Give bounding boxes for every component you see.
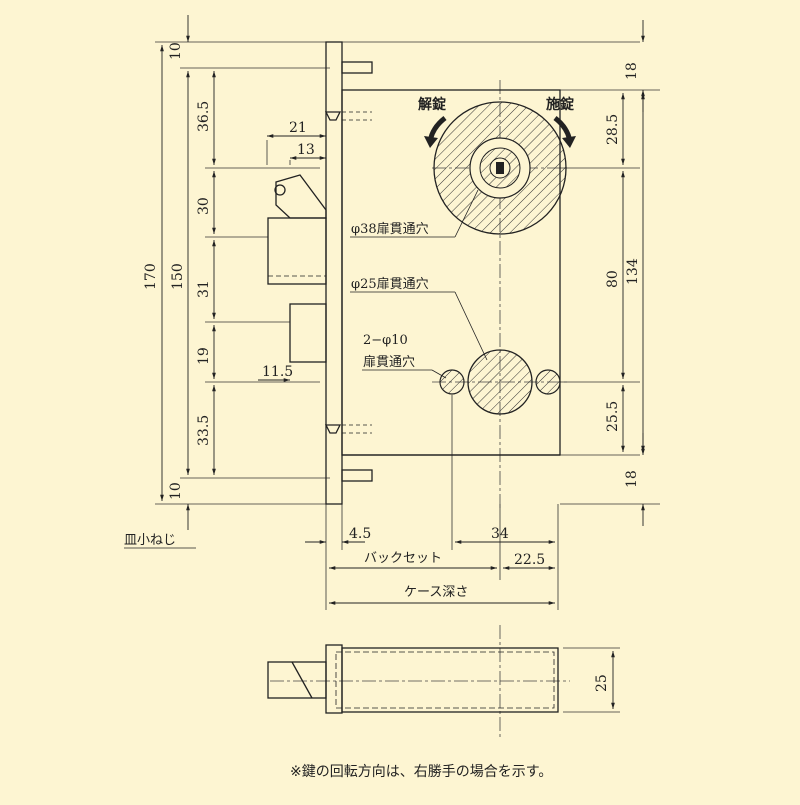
extension-lines bbox=[155, 41, 660, 713]
dim-134: 134 bbox=[625, 258, 641, 285]
dim-18-top: 18 bbox=[624, 62, 640, 80]
hole-10-label-line2: 扉貫通穴 bbox=[363, 354, 415, 370]
dim-10-bottom: 10 bbox=[168, 482, 184, 500]
dimension-text: 10 36.5 30 31 19 33.5 10 170 150 18 28.5… bbox=[124, 42, 641, 780]
rotation-note: ※鍵の回転方向は、右勝手の場合を示す。 bbox=[290, 764, 552, 780]
dim-22-5: 22.5 bbox=[514, 552, 545, 568]
case-depth-label: ケース深さ bbox=[404, 585, 468, 600]
hole-25-label: φ25扉貫通穴 bbox=[351, 276, 429, 292]
dim-25-5: 25.5 bbox=[605, 401, 621, 432]
lock-arrow-icon bbox=[562, 136, 576, 148]
lock-label: 施錠 bbox=[546, 96, 575, 113]
dim-36-5: 36.5 bbox=[196, 101, 212, 132]
lock-body-front bbox=[267, 41, 561, 505]
faceplate bbox=[325, 41, 343, 505]
dim-28-5: 28.5 bbox=[605, 114, 621, 145]
dim-31: 31 bbox=[196, 280, 212, 298]
rotation-arrows bbox=[424, 116, 576, 148]
dim-150: 150 bbox=[170, 263, 186, 290]
dim-21: 21 bbox=[289, 120, 307, 136]
dim-10-top: 10 bbox=[168, 42, 184, 60]
dim-13: 13 bbox=[297, 142, 315, 158]
backset-label: バックセット bbox=[364, 551, 442, 566]
latch-lever bbox=[275, 174, 327, 219]
hole-10-label-line1: 2−φ10 bbox=[363, 333, 408, 348]
dim-33-5: 33.5 bbox=[196, 415, 212, 446]
dim-34: 34 bbox=[491, 526, 509, 542]
screw-label: 皿小ねじ bbox=[124, 533, 176, 548]
dim-11-5: 11.5 bbox=[262, 364, 293, 380]
unlock-arrow-icon bbox=[424, 136, 438, 148]
dim-170: 170 bbox=[143, 263, 159, 290]
cylinder-hole-38 bbox=[433, 101, 567, 235]
spindle-holes bbox=[439, 349, 561, 415]
dimension-lines bbox=[160, 15, 645, 709]
latch bbox=[289, 303, 327, 363]
dim-18-bottom: 18 bbox=[624, 470, 640, 488]
deadbolt bbox=[267, 217, 327, 285]
dim-80: 80 bbox=[605, 270, 621, 288]
hole-38-label: φ38扉貫通穴 bbox=[351, 221, 429, 237]
leader-lines bbox=[350, 189, 488, 379]
unlock-label: 解錠 bbox=[418, 96, 447, 113]
dim-19: 19 bbox=[196, 347, 212, 365]
dim-25: 25 bbox=[594, 674, 610, 692]
dim-30: 30 bbox=[196, 197, 212, 215]
side-view bbox=[267, 644, 559, 714]
dim-4-5: 4.5 bbox=[349, 526, 371, 542]
